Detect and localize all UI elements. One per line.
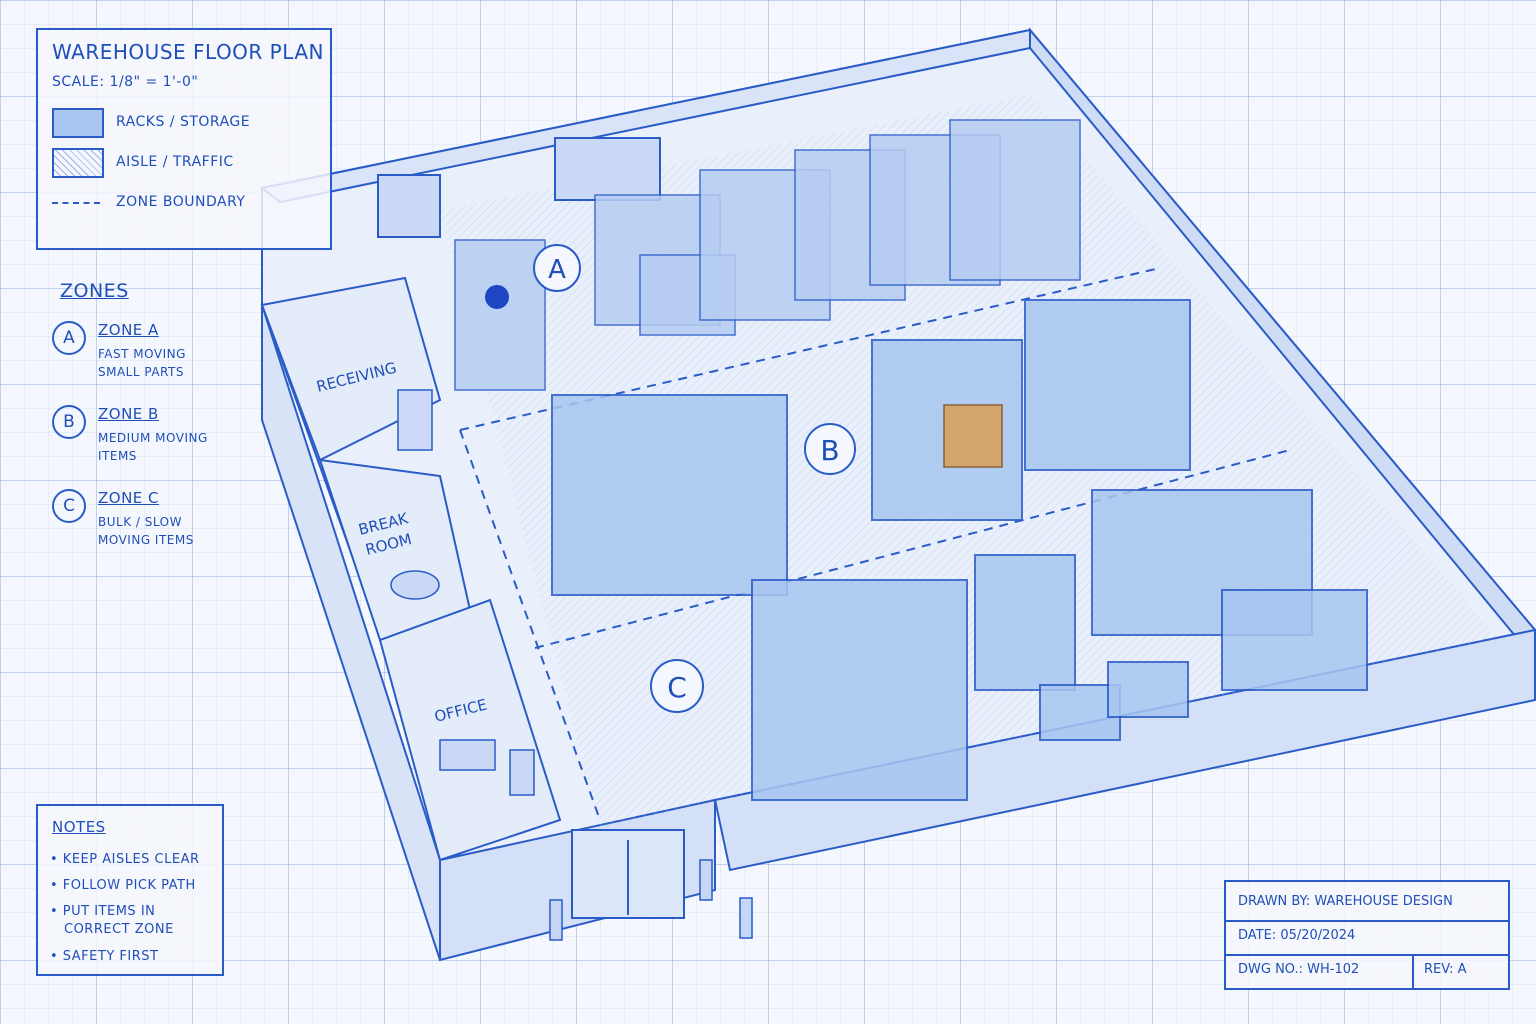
legend-item-racks: RACKS / STORAGE: [116, 114, 251, 130]
zone-b-badge: B: [52, 405, 86, 439]
zone-marker-b: B: [804, 423, 856, 475]
bollard: [699, 859, 713, 901]
drawing-number: DWG NO.: WH-102: [1238, 962, 1360, 977]
bollard: [739, 897, 753, 939]
rack-swatch: [52, 108, 104, 138]
dock-door-1: [377, 174, 441, 238]
location-marker-dot: [485, 285, 509, 309]
receiving-door: [397, 389, 433, 451]
drawn-by: DRAWN BY: WAREHOUSE DESIGN: [1238, 894, 1453, 909]
zones-title: ZONES: [60, 280, 129, 302]
zone-boundary-bc: [534, 449, 1291, 649]
title-block-divider: [1226, 954, 1508, 956]
legend-title: WAREHOUSE FLOOR PLAN: [52, 40, 324, 64]
svg-text:B: B: [820, 434, 839, 467]
zone-c-badge: C: [52, 489, 86, 523]
title-block: DRAWN BY: WAREHOUSE DESIGN DATE: 05/20/2…: [1224, 880, 1510, 990]
zone-boundary-swatch: [52, 202, 100, 204]
drawing-date: DATE: 05/20/2024: [1238, 928, 1356, 943]
revision: REV: A: [1424, 962, 1467, 977]
notes-panel: NOTES • KEEP AISLES CLEAR • FOLLOW PICK …: [36, 804, 224, 976]
notes-title: NOTES: [52, 818, 106, 836]
bollard: [549, 899, 563, 941]
legend-scale: SCALE: 1/8" = 1'-0": [52, 74, 199, 90]
racks-zone-a: [454, 119, 1081, 391]
zone-boundary-aisle: [459, 429, 601, 821]
zone-b-name: ZONE B: [98, 405, 159, 423]
zone-marker-a: A: [533, 244, 581, 292]
svg-text:A: A: [548, 255, 566, 285]
racks-zone-b: [551, 299, 1191, 596]
break-room-table: [390, 570, 440, 600]
title-block-divider: [1226, 920, 1508, 922]
svg-text:C: C: [667, 671, 687, 704]
legend-item-boundary: ZONE BOUNDARY: [116, 194, 246, 210]
note-item: • KEEP AISLES CLEAR: [50, 852, 200, 867]
zone-c-description: BULK / SLOW MOVING ITEMS: [98, 515, 194, 547]
aisle-swatch: [52, 148, 104, 178]
note-item: • PUT ITEMS IN: [50, 904, 156, 919]
racks-zone-c: [751, 489, 1368, 801]
zone-b-description: MEDIUM MOVING ITEMS: [98, 431, 208, 463]
highlighted-box: [943, 404, 1003, 468]
zone-a-name: ZONE A: [98, 321, 159, 339]
title-block-divider: [1412, 954, 1414, 988]
note-item: CORRECT ZONE: [64, 922, 174, 937]
office-desk: [439, 739, 496, 771]
legend-panel: WAREHOUSE FLOOR PLAN SCALE: 1/8" = 1'-0"…: [36, 28, 332, 250]
zone-a-description: FAST MOVING SMALL PARTS: [98, 347, 186, 379]
office-cabinet: [509, 749, 535, 796]
zone-a-badge: A: [52, 321, 86, 355]
dock-door-2: [554, 137, 661, 201]
zone-marker-c: C: [650, 659, 704, 713]
note-item: • SAFETY FIRST: [50, 949, 159, 964]
zone-c-name: ZONE C: [98, 489, 160, 507]
receiving-room: [260, 276, 442, 462]
legend-item-aisle: AISLE / TRAFFIC: [116, 154, 234, 170]
note-item: • FOLLOW PICK PATH: [50, 878, 196, 893]
